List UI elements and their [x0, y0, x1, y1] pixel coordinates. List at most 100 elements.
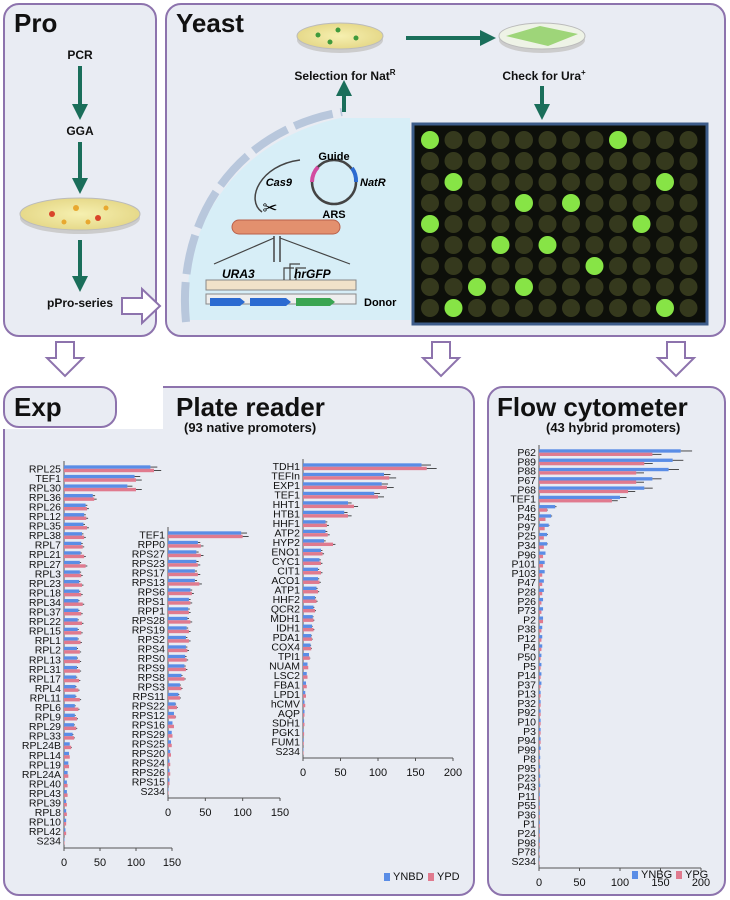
bar-series2	[168, 686, 182, 691]
bar-series1	[168, 616, 188, 621]
bar-series2	[64, 841, 65, 845]
category-label: NUAM	[269, 660, 300, 672]
legend-swatch-1	[632, 871, 638, 879]
category-label: S234	[511, 856, 536, 868]
plate-well	[491, 278, 510, 296]
bar-series1	[303, 577, 318, 581]
plate-well	[632, 236, 651, 254]
plate-well	[632, 194, 651, 212]
plate-well	[656, 299, 674, 317]
category-label: P8	[523, 754, 536, 766]
bar-series1	[168, 664, 185, 668]
bar-series2	[539, 796, 540, 800]
bar-series1	[168, 711, 174, 716]
bar-series1	[303, 586, 317, 591]
x-tick-label: 50	[334, 767, 346, 779]
bar-series1	[64, 790, 67, 794]
selection-label: Selection for NatR	[294, 68, 396, 83]
bar-series2	[168, 677, 185, 681]
category-label: P97	[517, 521, 536, 533]
bar-series1	[539, 848, 540, 853]
x-tick-label: 100	[127, 857, 145, 869]
bar-series2	[168, 667, 186, 672]
bar-series1	[539, 727, 541, 732]
plate-well	[585, 257, 604, 275]
bar-series1	[303, 643, 311, 647]
x-tick-label: 0	[165, 807, 171, 819]
bar-series1	[539, 616, 544, 620]
bar-series1	[168, 654, 186, 659]
x-tick-label: 50	[199, 807, 211, 819]
bar-series2	[168, 620, 191, 624]
bar-series1	[64, 732, 73, 737]
bar-series2	[168, 743, 172, 748]
category-label: P73	[517, 605, 536, 617]
bar-series1	[64, 618, 78, 622]
category-label: RPS11	[133, 691, 166, 703]
bar-series2	[64, 583, 82, 587]
category-label: AQP	[278, 708, 300, 720]
bar-series2	[64, 468, 154, 473]
x-tick-label: 150	[406, 767, 424, 779]
category-label: RPS19	[132, 624, 165, 636]
bar-series1	[64, 465, 151, 469]
bar-series2	[64, 707, 79, 711]
bar-series1	[64, 579, 80, 584]
plate-well	[679, 194, 698, 212]
chromosome-icon	[231, 219, 341, 235]
bar-series2	[539, 722, 541, 726]
category-label: ATP2	[275, 528, 301, 540]
category-label: HYP2	[273, 537, 301, 549]
bar-series1	[168, 721, 173, 725]
bar-series2	[64, 774, 69, 778]
bar-series2	[539, 545, 544, 549]
plate-well	[679, 236, 698, 254]
bar-series2	[64, 717, 77, 721]
bar-series1	[539, 830, 540, 834]
bar-series2	[539, 833, 540, 837]
category-label: QCR2	[271, 604, 300, 616]
plate-well	[421, 215, 439, 233]
category-label: P12	[517, 633, 536, 645]
bar-series1	[539, 514, 552, 518]
plate-well	[468, 257, 486, 275]
plate-well	[562, 236, 580, 254]
plate-well	[585, 278, 604, 296]
category-label: RPL12	[29, 511, 61, 523]
bar-series1	[64, 837, 65, 842]
bar-series1	[539, 774, 541, 778]
bar-series1	[64, 599, 79, 603]
bar-series1	[64, 493, 93, 498]
bar-series2	[539, 694, 541, 698]
bar-series1	[168, 787, 169, 792]
bar-series2	[539, 573, 543, 577]
category-label: RPL40	[29, 778, 61, 790]
bar-series2	[303, 495, 378, 499]
bar-series2	[303, 523, 327, 528]
plate-well	[538, 299, 557, 317]
category-label: RPS9	[138, 662, 166, 674]
plate-well	[515, 299, 533, 317]
bar-series2	[539, 703, 541, 707]
plate-well	[609, 131, 627, 149]
category-label: TEF1	[139, 529, 165, 541]
bar-series1	[64, 484, 128, 488]
bar-series2	[539, 657, 541, 661]
bar-series2	[168, 705, 177, 710]
category-label: hCMV	[271, 698, 300, 710]
bar-series1	[539, 597, 544, 602]
category-label: RPL38	[29, 530, 61, 542]
bar-series2	[64, 726, 77, 731]
plate-well	[444, 173, 463, 191]
category-label: P68	[517, 484, 536, 496]
plasmid-icon	[310, 158, 359, 206]
category-label: P10	[517, 717, 536, 729]
plate-well	[515, 152, 533, 170]
category-label: HHF1	[273, 518, 301, 530]
category-label: TEFIn	[271, 471, 300, 483]
plate-well	[656, 194, 674, 212]
bar-series1	[64, 704, 75, 708]
plate-well	[444, 152, 463, 170]
bar-series2	[539, 731, 541, 735]
bar-series2	[168, 629, 189, 634]
